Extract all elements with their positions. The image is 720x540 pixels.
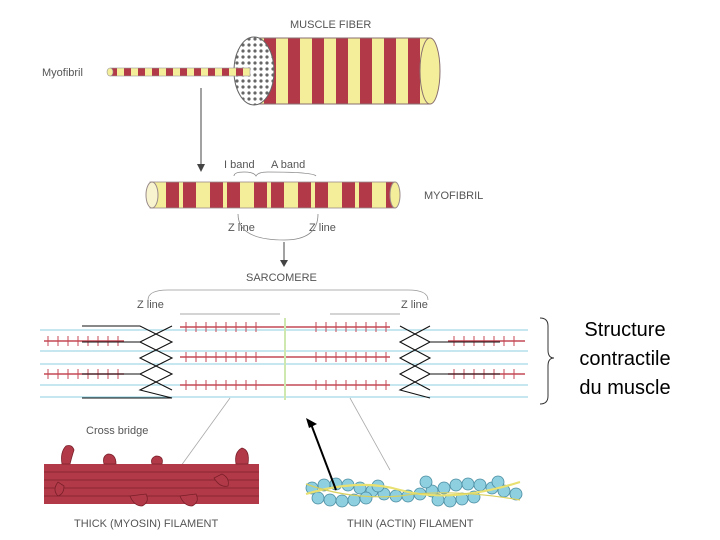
- myofibril-label-left: Myofibril: [42, 67, 83, 79]
- sarcomere-top-bracket: [147, 289, 429, 301]
- caption-line-2: contractile: [579, 348, 671, 370]
- caption-structure-contractile: Structure contractile du muscle: [560, 316, 690, 403]
- myofibril-label-right: MYOFIBRIL: [424, 190, 483, 202]
- sarcomere-bracket: [237, 213, 319, 241]
- muscle-fiber-label: MUSCLE FIBER: [290, 19, 371, 31]
- z-line-label-3: Z line: [137, 299, 164, 311]
- grouping-brace: [539, 317, 555, 405]
- annotation-arrow: [306, 418, 337, 491]
- myofibril-small: [106, 67, 251, 77]
- z-line-label-4: Z line: [401, 299, 428, 311]
- sarcomere-label: SARCOMERE: [246, 272, 317, 284]
- thin-filament-label: THIN (ACTIN) FILAMENT: [347, 518, 474, 530]
- z-line-label-2: Z line: [309, 222, 336, 234]
- band-brackets: [233, 171, 317, 177]
- myofibril: [145, 181, 401, 209]
- muscle-fiber: [233, 36, 441, 106]
- z-line-label-1: Z line: [228, 222, 255, 234]
- cross-bridge-label: Cross bridge: [86, 425, 148, 437]
- caption-line-3: du muscle: [579, 377, 671, 399]
- a-band-label: A band: [271, 159, 305, 171]
- arrow-down-1: [197, 88, 205, 172]
- i-band-label: I band: [224, 159, 255, 171]
- arrow-down-2: [280, 242, 288, 267]
- caption-line-1: Structure: [584, 319, 666, 341]
- thick-filament-label: THICK (MYOSIN) FILAMENT: [74, 518, 219, 530]
- thin-filament: [305, 475, 523, 508]
- sarcomere: [40, 313, 528, 471]
- thick-filament: [44, 445, 259, 507]
